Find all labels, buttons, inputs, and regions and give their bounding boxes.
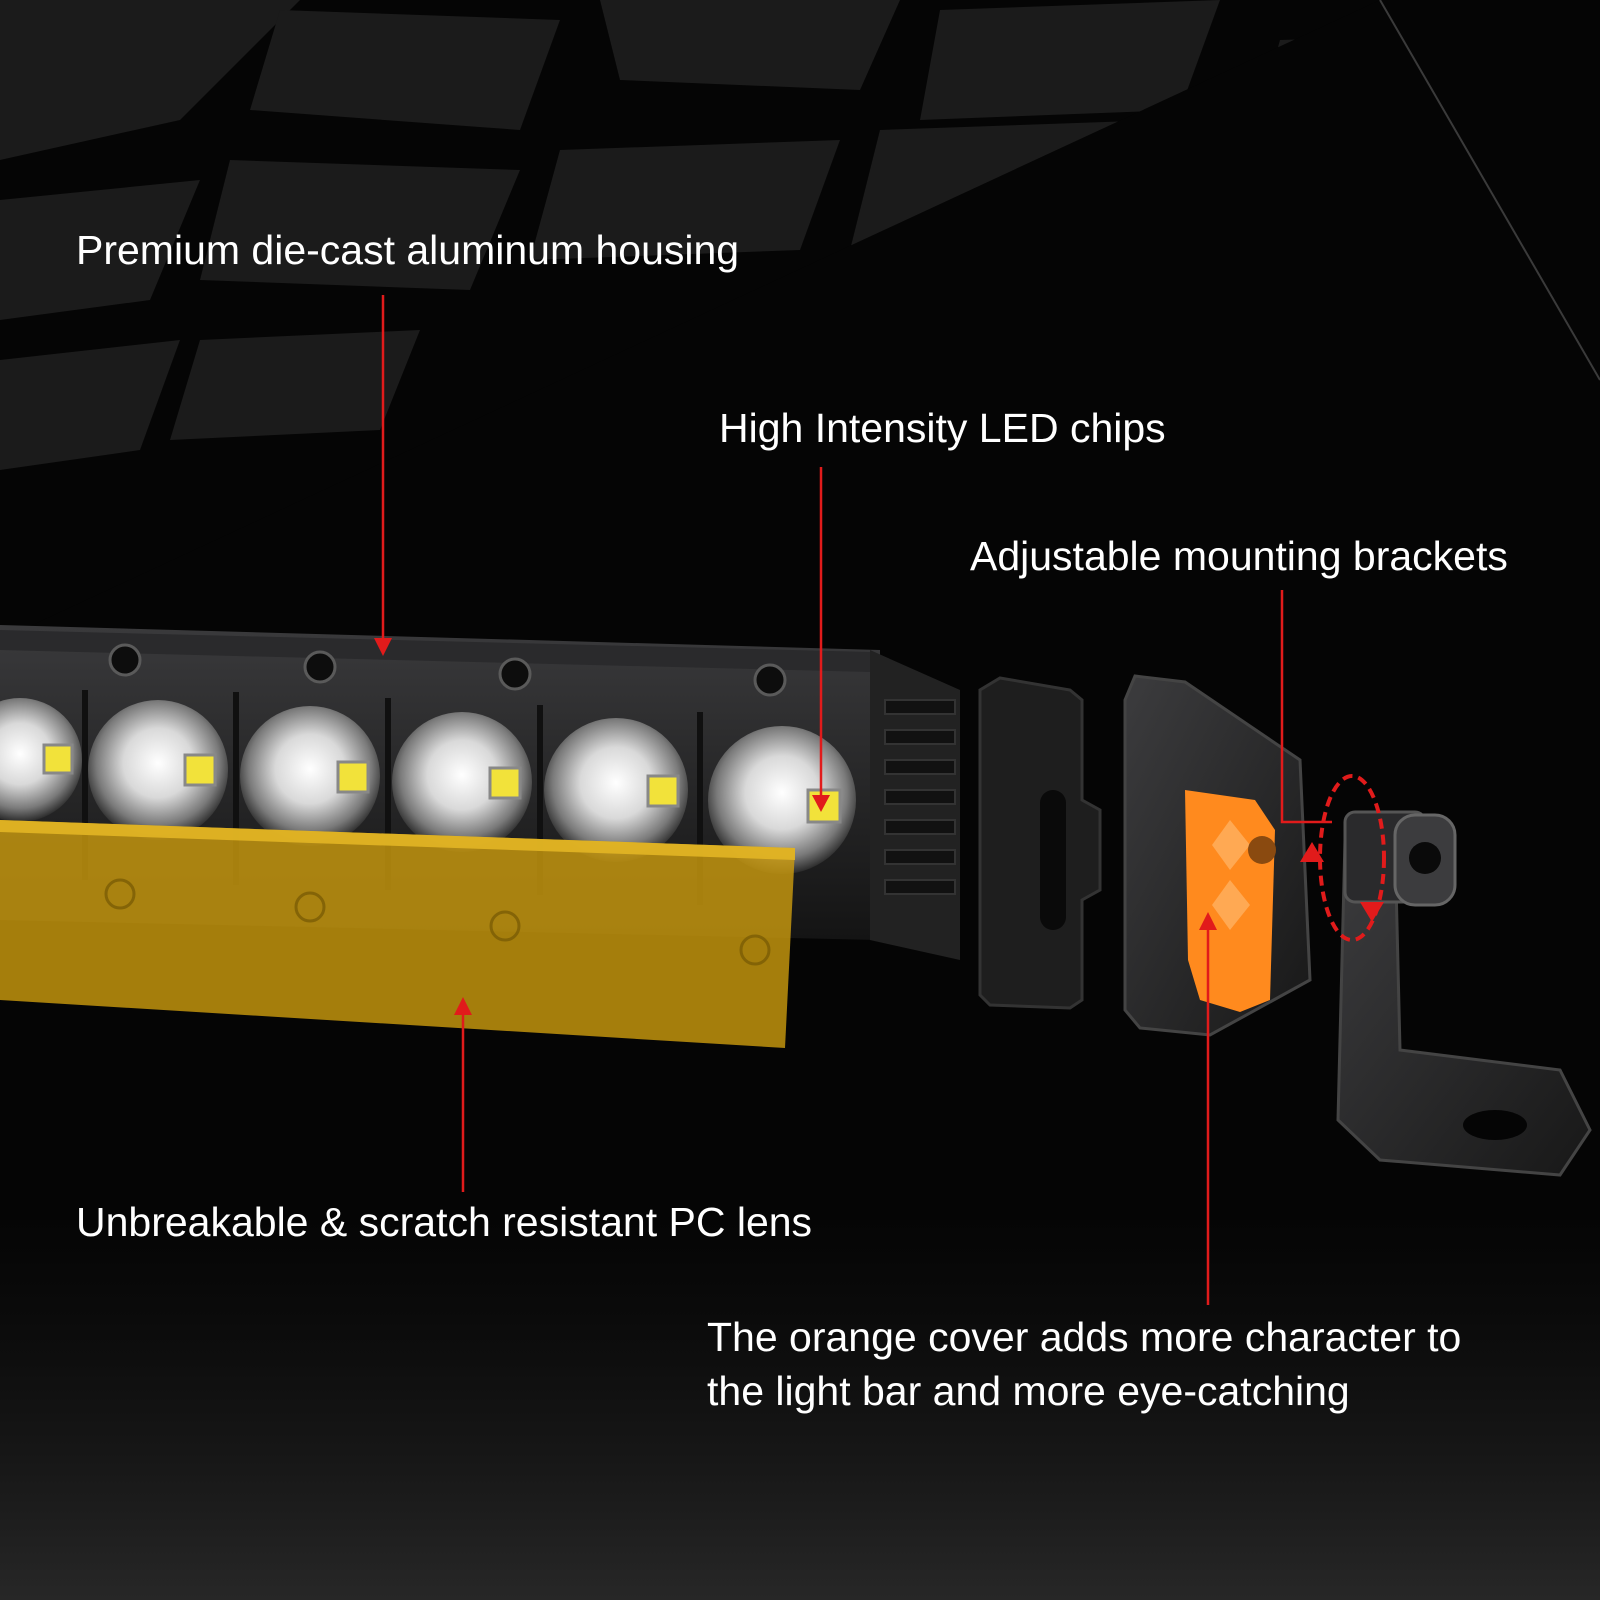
brackets-callout: Adjustable mounting brackets <box>970 533 1508 579</box>
arrow-up-icon <box>1199 912 1217 930</box>
led-reflector <box>0 698 82 822</box>
led-reflector <box>544 718 688 862</box>
lens-callout: Unbreakable & scratch resistant PC lens <box>76 1199 813 1245</box>
leader-lines <box>381 295 1332 1305</box>
end-cap-gasket <box>978 676 1102 1010</box>
led-chips-callout: High Intensity LED chips <box>719 405 1166 451</box>
arrow-up-icon <box>454 997 472 1015</box>
brackets-leader-line <box>1280 590 1332 824</box>
rotation-arrows-icon <box>1318 774 1386 942</box>
led-reflector <box>392 712 532 852</box>
arrow-down-icon <box>812 795 830 812</box>
housing-screws <box>108 643 787 697</box>
orange-cover-callout-line1: The orange cover adds more character to <box>707 1314 1462 1360</box>
orange-cover-callout-line2: the light bar and more eye-catching <box>707 1368 1350 1415</box>
housing-callout: Premium die-cast aluminum housing <box>76 227 740 273</box>
led-reflector <box>240 706 380 846</box>
amber-pc-lens <box>0 820 795 1048</box>
background-grunge-texture <box>0 1220 1600 1600</box>
arrow-down-icon <box>374 638 392 656</box>
orange-cover-callout: The orange cover adds more character to … <box>707 1310 1461 1418</box>
led-reflector <box>88 700 228 840</box>
